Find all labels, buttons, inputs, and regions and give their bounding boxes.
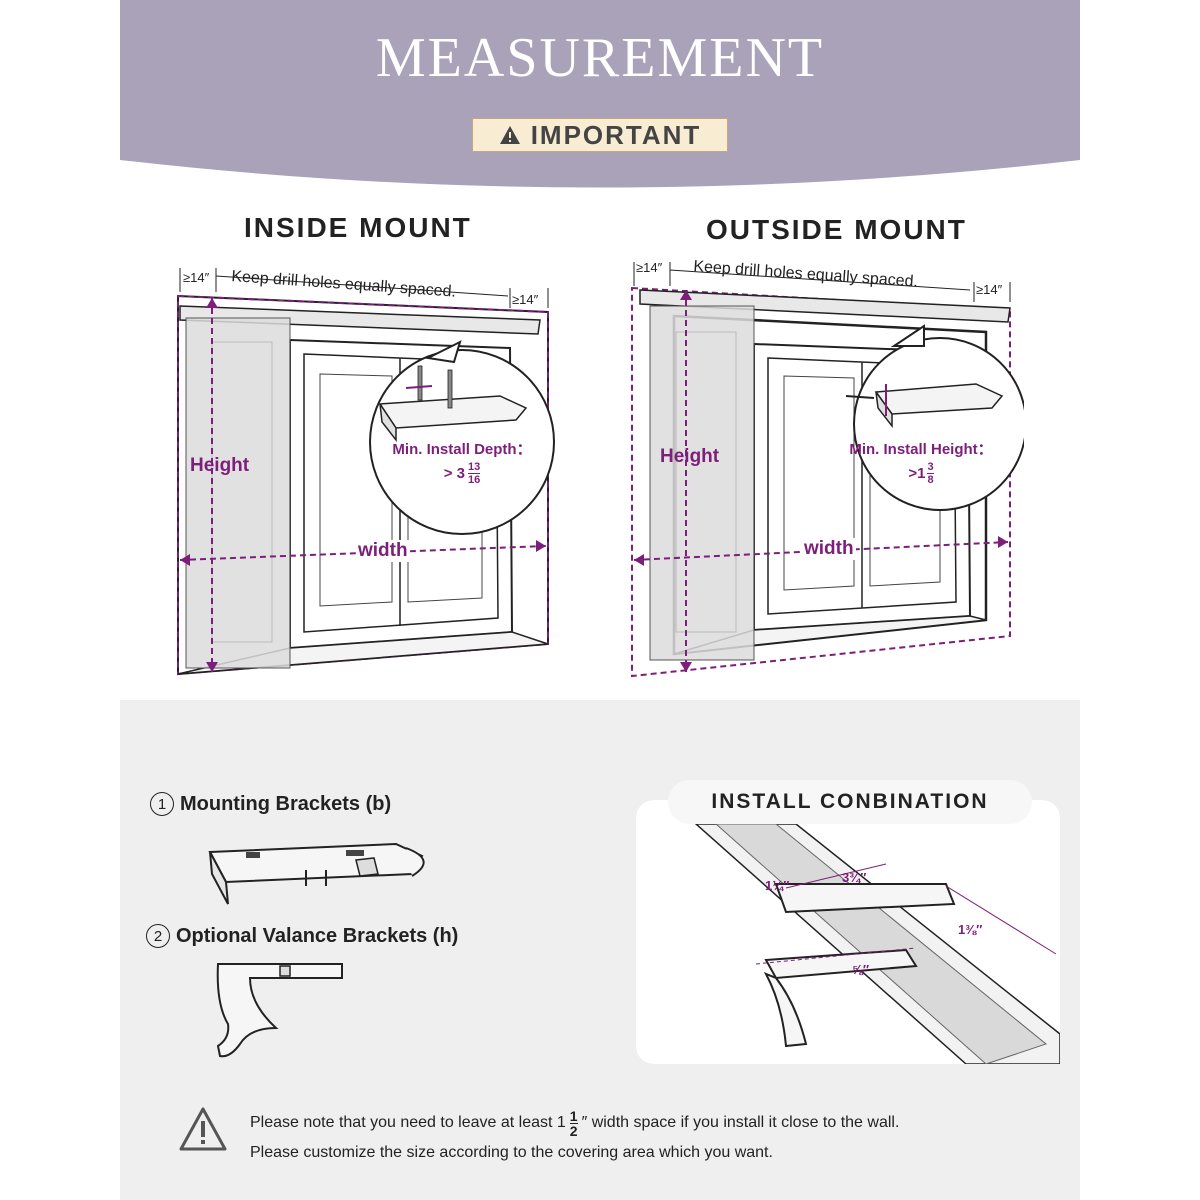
note-frac-num: 1 (569, 1107, 578, 1124)
note-line-1-before: Please note that you need to leave at le… (250, 1114, 566, 1131)
inside-callout-label: Min. Install Depth： (392, 441, 532, 458)
combo-dim-b: 3¾″ (842, 870, 867, 885)
inside-height-label: Height (190, 455, 250, 476)
outside-callout-label: Min. Install Height： (849, 441, 993, 458)
parts-panel: 1 Mounting Brackets (b) 2 Optional Valan… (120, 700, 1080, 1200)
mounting-brackets-label: 1 Mounting Brackets (b) (150, 792, 391, 816)
combo-dim-a: 1¼″ (765, 878, 790, 893)
combo-dim-d: ⅝″ (852, 962, 870, 977)
outside-callout: Min. Install Height： >1 3 8 (836, 438, 1006, 486)
page-title: MEASUREMENT (375, 27, 825, 89)
important-badge: IMPORTANT (472, 118, 728, 152)
note-line-2: Please customize the size according to t… (250, 1144, 773, 1161)
inside-spacing-right: ≥14″ (512, 292, 539, 307)
outside-height-label: Height (660, 446, 720, 467)
inside-callout-frac-num: 13 (468, 461, 481, 474)
note-line-1: Please note that you need to leave at le… (250, 1108, 899, 1138)
note-fraction: 1 2 (569, 1107, 578, 1139)
valance-bracket-image (216, 963, 343, 1058)
part-number-2: 2 (146, 924, 170, 948)
install-note: Please note that you need to leave at le… (250, 1108, 899, 1168)
inside-spacing-left: ≥14″ (183, 270, 210, 285)
warning-icon (499, 126, 520, 144)
page: MEASUREMENT IMPORTANT INSIDE MOUNT ≥14″ … (120, 0, 1080, 1200)
outside-spacing-left: ≥14″ (636, 260, 663, 275)
outside-callout-value: >1 (908, 465, 926, 482)
mounting-brackets-text: Mounting Brackets (b) (180, 792, 392, 815)
header-background (120, 0, 1080, 188)
inside-mount-title: INSIDE MOUNT (244, 212, 472, 243)
combo-dim-c: 1⅜″ (958, 922, 983, 937)
note-frac-den: 2 (569, 1122, 578, 1139)
outside-spacing-right: ≥14″ (976, 282, 1003, 297)
inside-callout-fraction: 13 16 (468, 461, 481, 486)
install-combination-title: INSTALL CONBINATION (668, 780, 1032, 824)
inside-mount-diagram (177, 268, 555, 676)
outside-callout-frac-den: 8 (927, 474, 934, 486)
outside-mount-diagram (631, 262, 1024, 678)
outside-width-label: width (802, 538, 856, 560)
inside-callout-value-row: > 3 13 16 (382, 461, 542, 486)
outside-mount-title: OUTSIDE MOUNT (706, 214, 967, 245)
outside-callout-fraction: 3 8 (927, 461, 934, 486)
part-number-1: 1 (150, 792, 174, 816)
header-banner: MEASUREMENT IMPORTANT (120, 0, 1080, 190)
caution-icon (179, 1107, 227, 1151)
important-label: IMPORTANT (530, 119, 702, 150)
inside-callout: Min. Install Depth： > 3 13 16 (382, 438, 542, 486)
outside-callout-frac-num: 3 (927, 461, 934, 474)
note-line-1-after: ″ width space if you install it close to… (581, 1114, 900, 1131)
install-combination-image (694, 824, 1060, 1064)
inside-callout-frac-den: 16 (468, 474, 481, 486)
valance-brackets-text: Optional Valance Brackets (h) (176, 924, 459, 947)
valance-brackets-label: 2 Optional Valance Brackets (h) (146, 924, 458, 948)
inside-width-label: width (356, 540, 410, 562)
outside-callout-value-row: >1 3 8 (836, 461, 1006, 486)
mounting-bracket-image (208, 842, 425, 905)
inside-callout-value: > 3 (443, 465, 466, 482)
